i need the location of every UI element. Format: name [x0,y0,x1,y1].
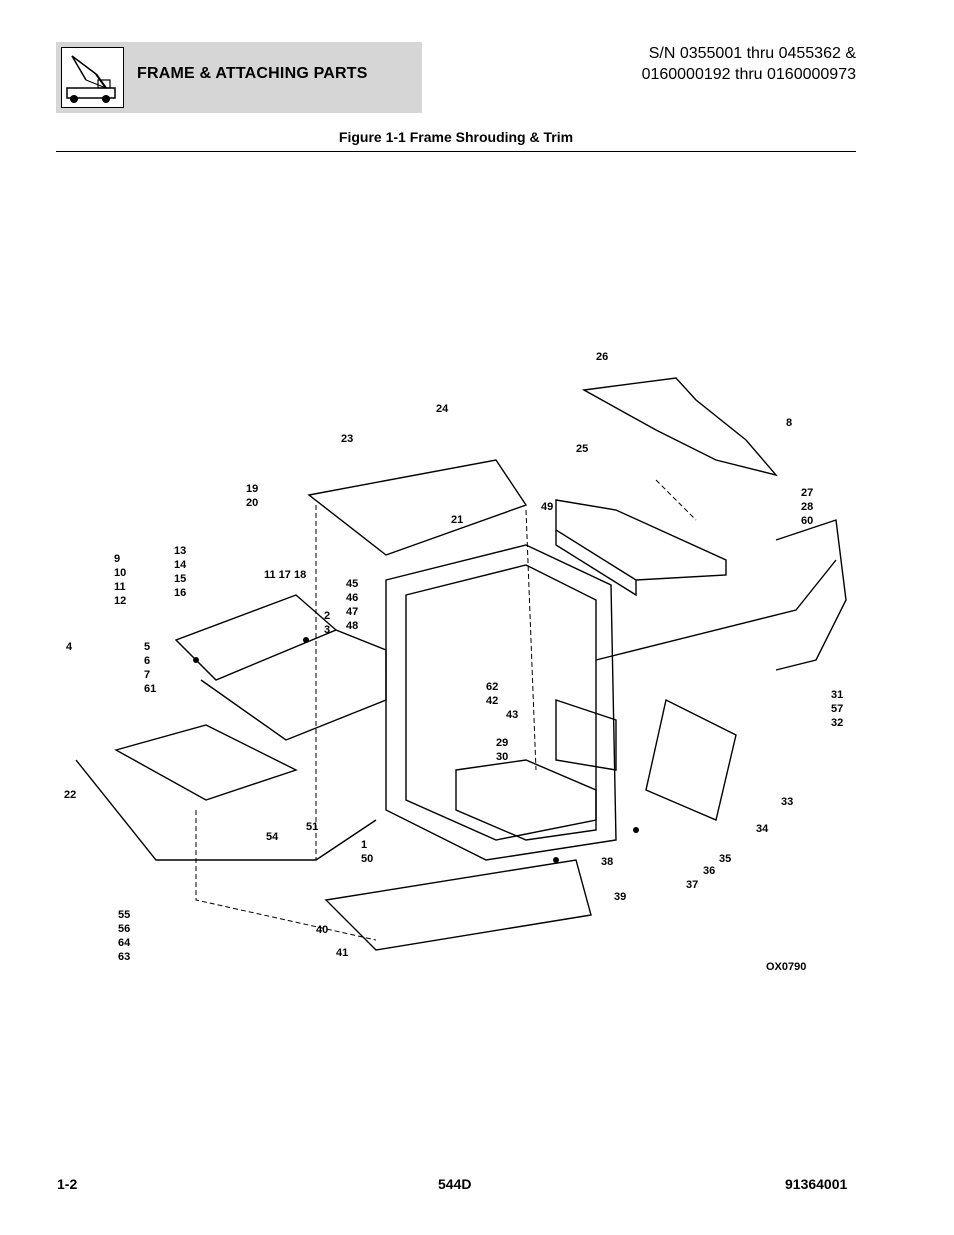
part-callout: 51 [306,821,318,833]
part-callout: 33 [781,796,793,808]
part-callout: 36 [703,865,715,877]
part-callout: 38 [601,856,613,868]
part-callout: 37 [686,879,698,891]
part-callout: 64 [118,937,131,949]
part-callout: 13 [174,545,186,557]
part-callout: 50 [361,853,373,865]
part-callout: 14 [174,559,187,571]
part-callout: 11 [114,581,126,593]
part-callout: 57 [831,703,843,715]
part-callout: 46 [346,592,358,604]
part-callout: 41 [336,947,348,959]
part-callout: 31 [831,689,843,701]
part-callout: 34 [756,823,769,835]
serial-line-1: S/N 0355001 thru 0455362 & [648,45,856,62]
part-callout: 61 [144,683,156,695]
part-callout: 62 [486,681,498,693]
part-callout: 54 [266,831,279,843]
serial-number-range: S/N 0355001 thru 0455362 & 0160000192 th… [642,43,856,85]
part-callout: 45 [346,578,358,590]
part-callout: 29 [496,737,508,749]
part-callout: 3 [324,624,330,636]
page-number: 1-2 [57,1176,78,1192]
part-callout: 39 [614,891,626,903]
part-callout: 47 [346,606,358,618]
part-callout: 48 [346,620,358,632]
part-callout: 25 [576,443,588,455]
part-callout: 9 [114,553,120,565]
serial-line-2: 0160000192 thru 0160000973 [641,66,856,83]
part-callout: 2 [324,610,330,622]
part-callout: 30 [496,751,508,763]
part-callout: 5 [144,641,150,653]
part-callout: 15 [174,573,186,585]
part-callout: 7 [144,669,150,681]
part-callout: 6 [144,655,150,667]
part-callout: 40 [316,924,328,936]
part-callout: 32 [831,717,843,729]
part-callout: 11 17 18 [264,569,306,581]
part-callout: 28 [801,501,813,513]
model-number: 544D [438,1176,472,1192]
exploded-parts-diagram: OX0790 262482325192021492728601314151691… [64,351,847,973]
figure-title: Figure 1-1 Frame Shrouding & Trim [338,129,574,145]
part-callout: 10 [114,567,126,579]
header-rule [56,151,856,152]
part-callout: 21 [451,514,463,526]
part-callout: 23 [341,433,353,445]
part-callout: 55 [118,909,130,921]
part-callout: 20 [246,497,258,509]
part-callout: 19 [246,483,258,495]
section-title: FRAME & ATTACHING PARTS [137,65,368,82]
part-callout: 4 [66,641,73,653]
part-callout: 12 [114,595,126,607]
part-callout: 43 [506,709,518,721]
part-callout: 22 [64,789,76,801]
part-callout: 63 [118,951,130,963]
part-callout: 27 [801,487,813,499]
part-callout: 60 [801,515,813,527]
part-callout: 49 [541,501,553,513]
drawing-id: OX0790 [766,961,806,973]
part-callout: 8 [786,417,792,429]
part-callout: 35 [719,853,731,865]
part-callout: 26 [596,351,608,363]
part-callout: 42 [486,695,498,707]
part-callout: 56 [118,923,130,935]
part-callout: 24 [436,403,449,415]
part-callout: 1 [361,839,367,851]
document-number: 91364001 [785,1176,848,1192]
telehandler-icon [61,47,124,108]
part-callout: 16 [174,587,186,599]
